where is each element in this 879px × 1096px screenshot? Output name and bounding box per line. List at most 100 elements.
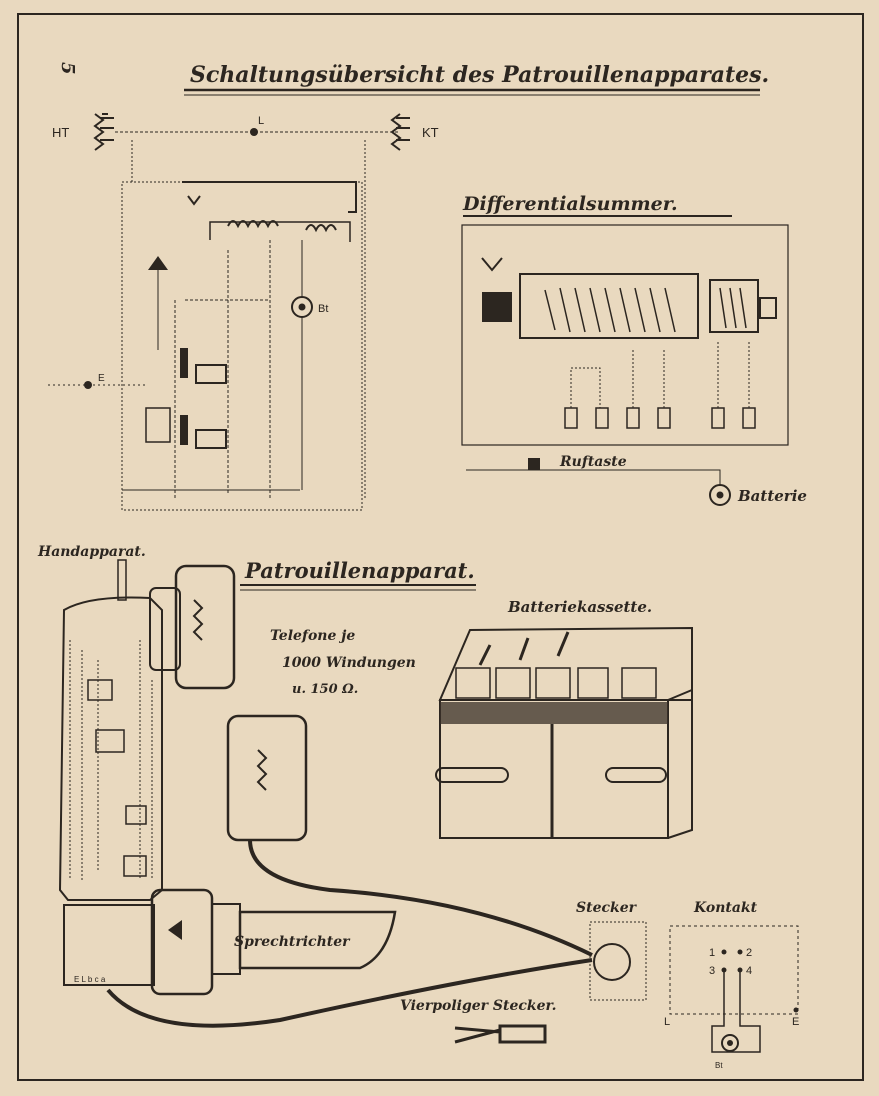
handset-body	[58, 596, 163, 901]
stecker-label: Stecker	[576, 900, 638, 916]
l-label: L	[258, 115, 264, 127]
kt-label: KT	[422, 125, 439, 140]
kt-coil-icon	[390, 113, 410, 151]
battery-case-side	[667, 688, 693, 839]
second-receiver	[226, 714, 308, 842]
handset-switch-2	[95, 729, 125, 753]
second-coil-icon	[305, 224, 337, 233]
page-border	[17, 13, 864, 1081]
summer-terminal-3	[626, 407, 640, 429]
coil-bridge	[209, 221, 351, 242]
switch-block-2	[195, 429, 227, 449]
kontakt-battery-center	[727, 1040, 733, 1046]
battery-wrenches-icon	[478, 631, 570, 666]
ruftaste-label: Ruftaste	[559, 454, 627, 470]
stecker-plug-icon	[593, 943, 631, 981]
handset-cord	[106, 958, 593, 1028]
handset-antenna	[117, 559, 127, 601]
battery-cell-4	[621, 667, 657, 699]
ht-coil-icon	[93, 113, 114, 151]
handset-switch-4	[123, 855, 147, 877]
switch-blade-1	[180, 348, 188, 378]
battery-case-title: Batteriekassette.	[507, 598, 652, 616]
induction-coil-icon	[227, 220, 279, 229]
hook-contact-icon	[187, 195, 201, 206]
mouthpiece-housing	[150, 888, 214, 996]
switch-block-1	[195, 364, 227, 384]
ht-label: HT	[52, 125, 69, 140]
stecker-frame	[589, 921, 647, 1001]
pin-bt-label: Bt	[715, 1061, 723, 1070]
handset-switch-1	[87, 679, 113, 701]
page-title: Schaltungsübersicht des Patrouillenappar…	[190, 62, 769, 88]
battery-case-group: Batteriekassette.	[435, 598, 693, 839]
e-label: E	[98, 373, 105, 384]
bt-label: Bt	[318, 303, 328, 315]
page-number: 5	[57, 62, 78, 75]
junction-l	[250, 128, 258, 136]
handset-base	[63, 904, 155, 986]
differential-title: Differentialsummer.	[462, 193, 678, 215]
summer-terminals	[564, 407, 756, 429]
summer-contact-spring-icon	[481, 257, 503, 272]
battery-case-band	[440, 702, 668, 724]
summer-terminal-2	[595, 407, 609, 429]
battery-cell-2	[495, 667, 531, 699]
earpiece	[174, 564, 236, 690]
receiver-cord	[248, 839, 593, 957]
pin-e-dot	[793, 1007, 799, 1013]
summer-internal-wiring	[570, 340, 750, 408]
summer-coil-housing	[519, 273, 699, 339]
pin-e-label: E	[792, 1016, 799, 1028]
battery-label: Batterie	[737, 487, 807, 505]
summer-terminal-5	[711, 407, 725, 429]
battery-cell-1	[455, 667, 491, 699]
sprechtrichter-label: Sprechtrichter	[234, 934, 351, 950]
pin-l-label: L	[664, 1016, 670, 1028]
summer-terminal-6	[742, 407, 756, 429]
battery-bt-center	[298, 303, 306, 311]
telephone-note-line-1: Telefone je	[270, 628, 355, 644]
second-receiver-coil-icon	[256, 749, 268, 791]
apparatus-title: Patrouillenapparat.	[244, 558, 475, 583]
kontakt-label: Kontakt	[693, 900, 758, 916]
microphone-icon	[148, 256, 168, 270]
battery-socket	[577, 667, 609, 699]
relay-block	[145, 407, 171, 443]
battery-case-clasp-right	[605, 767, 667, 783]
summer-armature-icon	[482, 292, 512, 322]
pin-3-label: 3	[709, 965, 715, 977]
pin-4-label: 4	[746, 965, 752, 977]
earpiece-coil-icon	[192, 599, 204, 641]
kontakt-battery-loop	[711, 970, 761, 1053]
summer-terminal-1	[564, 407, 578, 429]
handset-switch-3	[125, 805, 147, 825]
switch-blade-2	[180, 415, 188, 445]
schematic-group: HT L KT Bt E	[48, 113, 439, 511]
key-wire	[466, 469, 721, 492]
ruftaste-key-icon	[528, 458, 540, 470]
four-pole-label: Vierpoliger Stecker.	[400, 998, 557, 1014]
junction-e	[84, 381, 92, 389]
connector-group: Stecker Kontakt 1 2 3 4 L E Bt Vierpolig…	[400, 900, 799, 1070]
telephone-note-line-2: 1000 Windungen	[282, 655, 416, 671]
summer-second-coil	[709, 279, 759, 333]
handset-internal-wiring	[69, 640, 153, 880]
summer-coil-windings-icon	[544, 287, 676, 333]
mouthpiece-triangle-icon	[168, 920, 182, 940]
apparatus-group: Handapparat. Patrouillenapparat. E L b c…	[37, 544, 593, 1028]
pin-2-label: 2	[746, 947, 752, 959]
kontakt-frame	[669, 925, 799, 1015]
pin-1-label: 1	[709, 947, 715, 959]
summer-terminal-4	[657, 407, 671, 429]
battery-case-clasp-left	[435, 767, 509, 783]
four-pole-plug-icon	[454, 1024, 547, 1044]
terminal-letters: E L b c a	[74, 975, 106, 984]
telephone-note-line-3: u. 150 Ω.	[292, 682, 358, 697]
hook-bar	[182, 181, 357, 213]
battery-icon-center	[716, 491, 724, 499]
battery-cell-3	[535, 667, 571, 699]
sprechtrichter-horn	[238, 910, 397, 970]
